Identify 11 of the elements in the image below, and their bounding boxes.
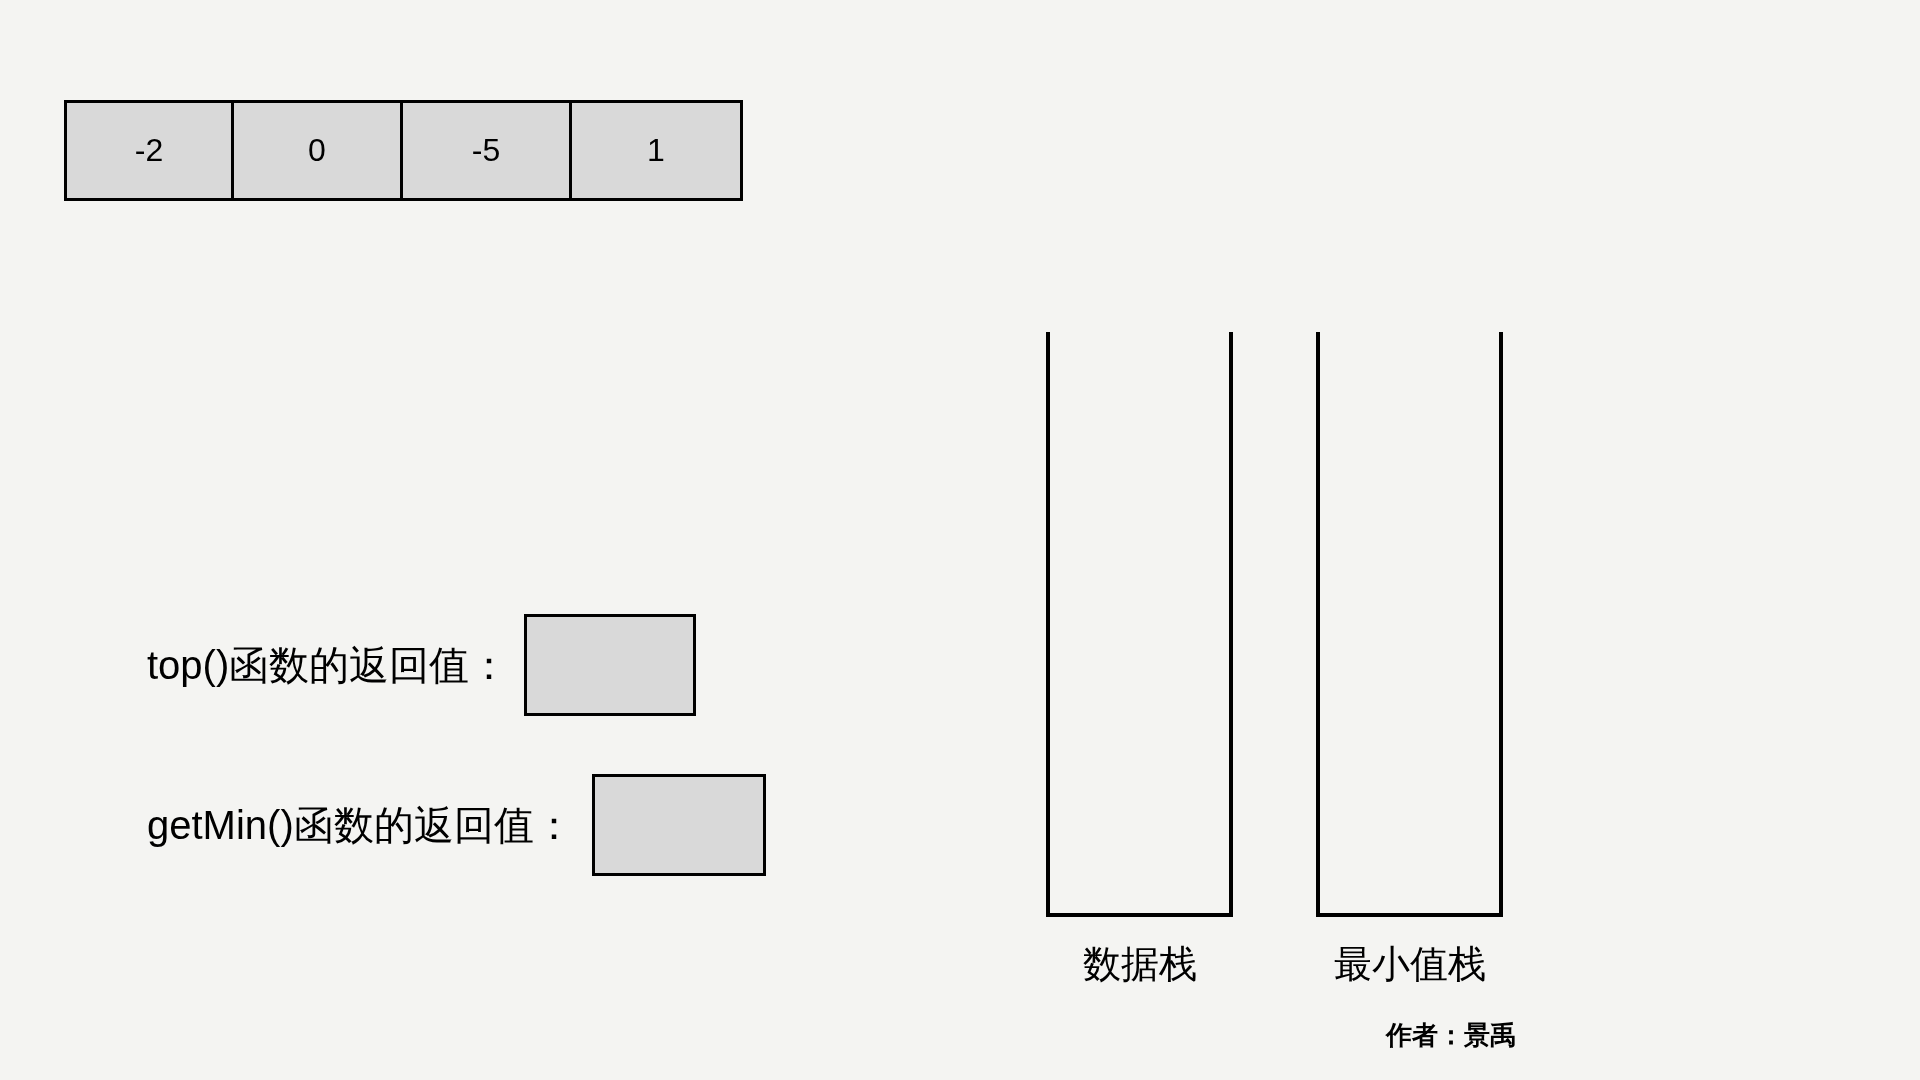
answer-box [524, 614, 696, 716]
stack-label: 最小值栈 [1332, 942, 1487, 987]
array-cell: -5 [400, 100, 572, 201]
author-credit: 作者：景禹 [1386, 1018, 1516, 1052]
answer-box [592, 774, 766, 876]
stack-label: 数据栈 [1081, 942, 1198, 987]
field-label: top()函数的返回值： [147, 641, 510, 689]
array-cell: 0 [231, 100, 403, 201]
array-cell: -2 [64, 100, 234, 201]
array-cell: 1 [569, 100, 743, 201]
field-label: getMin()函数的返回值： [147, 801, 574, 849]
